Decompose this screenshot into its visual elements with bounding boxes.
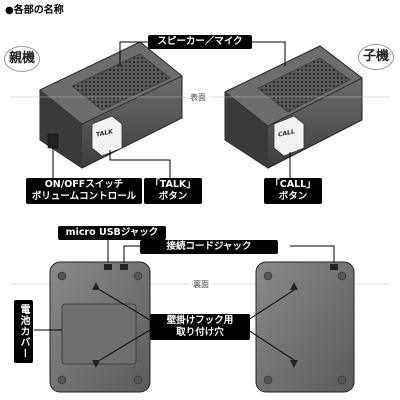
connection-cord-callout: 接続コードジャック: [140, 240, 278, 254]
cord-jack-child[interactable]: [330, 264, 338, 270]
hook-hole-top: [92, 282, 100, 290]
child-unit-back: [255, 261, 355, 393]
cord-jack-parent[interactable]: [120, 264, 128, 270]
talk-button-callout: 「TALK」 ボタン: [144, 178, 202, 204]
child-unit-label: 子機: [358, 44, 394, 70]
front-section-tag: 表面: [187, 92, 209, 103]
battery-cover-panel[interactable]: [61, 303, 137, 365]
micro-usb-port[interactable]: [104, 264, 112, 270]
back-section-tag: 裏面: [190, 279, 212, 290]
battery-cover-callout: 電池カバー: [14, 300, 33, 363]
child-unit-front: [224, 45, 363, 169]
parent-unit-front: [39, 41, 183, 169]
call-button[interactable]: [273, 115, 305, 157]
parent-unit-back: [49, 261, 151, 393]
talk-button[interactable]: [91, 115, 123, 157]
hook-hole-bottom: [92, 360, 100, 368]
leader-lines: [34, 41, 335, 361]
on-off-switch[interactable]: [47, 133, 59, 149]
on-off-volume-callout: ON/OFFスイッチ ボリュームコントロール: [26, 178, 142, 204]
heading: ●各部の名称: [5, 5, 64, 16]
speaker-mic-callout: スピーカー／マイク: [148, 35, 252, 49]
micro-usb-callout: micro USBジャック: [58, 226, 166, 240]
call-button-callout: 「CALL」 ボタン: [264, 178, 322, 204]
wall-hook-callout: 壁掛けフック用 取り付け穴: [150, 314, 250, 340]
parent-unit-label: 親機: [4, 46, 40, 72]
